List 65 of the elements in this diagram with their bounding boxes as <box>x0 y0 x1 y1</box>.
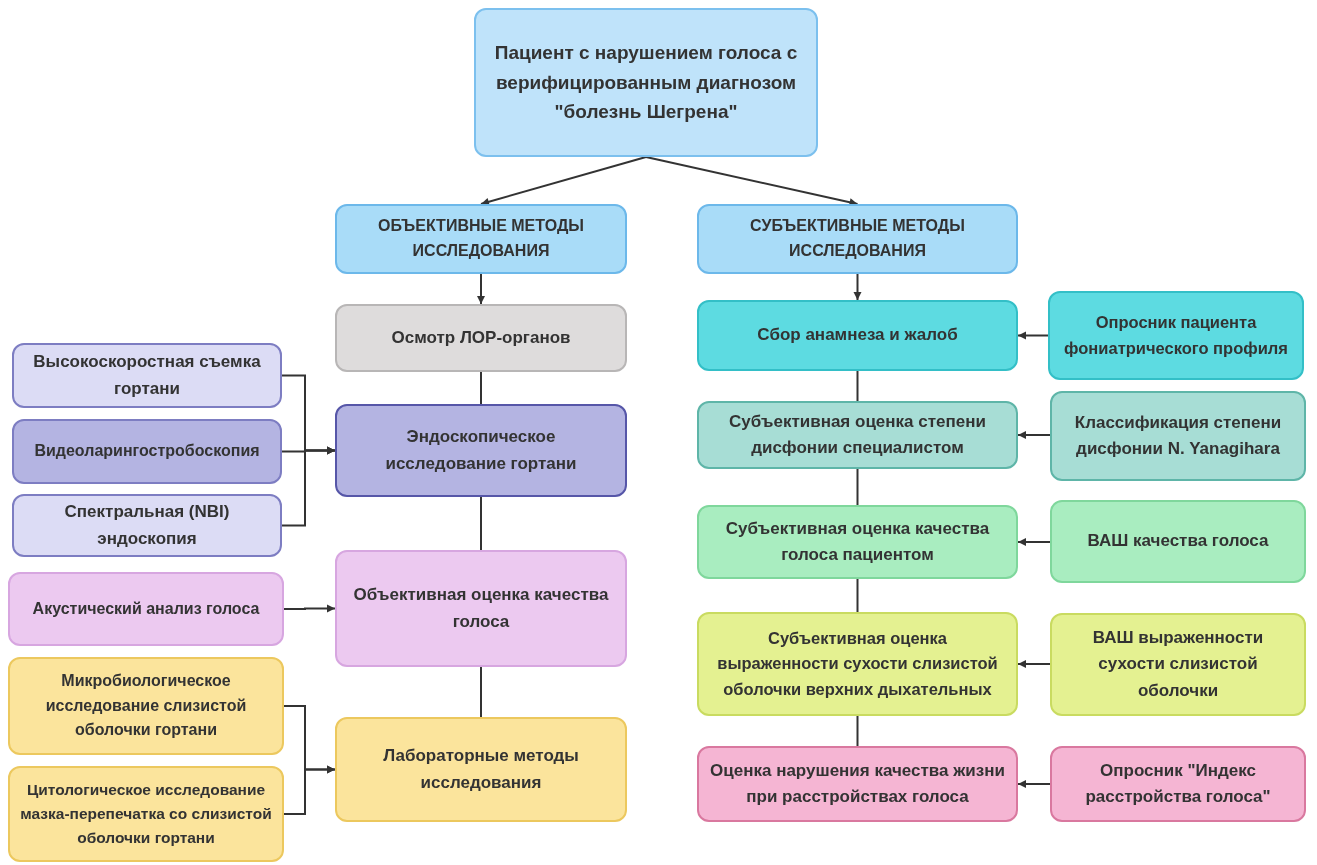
process-box <box>12 494 282 557</box>
process-box <box>1050 746 1306 822</box>
box-text: Эндоскопическое исследование гортани <box>384 426 578 475</box>
box-text: Цитологическое исследование мазка-перепечатка со слизистой оболочки гортани <box>19 779 273 848</box>
box-text: Акустический анализ голоса <box>32 598 260 619</box>
process-box <box>335 717 627 822</box>
box-text: Субъективная оценка степени дисфонии специалистом <box>728 410 987 459</box>
arrow <box>283 765 336 815</box>
process-box <box>697 746 1018 822</box>
box-text: Микробиологическое исследование слизистой оболочки гортани <box>44 670 248 741</box>
box-text: Опросник "Индекс расстройства голоса" <box>1084 759 1272 808</box>
connector-line <box>856 370 859 402</box>
process-box <box>12 419 282 484</box>
connector-line <box>480 666 482 718</box>
box-text: Спектральная (NBI) эндоскопия <box>63 501 231 550</box>
arrow <box>1017 660 1051 668</box>
process-box <box>335 204 627 274</box>
box-text: Субъективная оценка выраженности сухости слизистой оболочки верхних дыхательных <box>716 627 999 700</box>
box-text: СУБЪЕКТИВНЫЕ МЕТОДЫ ИССЛЕДОВАНИЯ <box>749 216 966 261</box>
arrow <box>853 273 862 301</box>
arrow <box>283 604 336 613</box>
connector-line <box>856 578 859 613</box>
process-box <box>697 300 1018 371</box>
box-text: Пациент с нарушением голоса с верифицированным диагнозом "болезнь Шегрена" <box>493 41 799 125</box>
connector-line <box>480 496 482 551</box>
arrow <box>1017 780 1051 788</box>
arrow <box>1017 331 1049 340</box>
process-box <box>1050 391 1306 481</box>
connector-line <box>856 468 859 506</box>
box-text: Субъективная оценка качества голоса пациентом <box>724 517 991 566</box>
box-text: Опросник пациента фониатрического профиля <box>1063 311 1289 359</box>
box-text: Видеоларингостробоскопия <box>34 441 260 462</box>
arrow <box>480 156 647 206</box>
process-box <box>335 404 627 497</box>
process-box <box>697 401 1018 469</box>
connector-line <box>480 371 482 405</box>
process-box <box>335 550 627 667</box>
arrow <box>1017 431 1051 439</box>
process-box <box>12 343 282 408</box>
box-text: Лабораторные методы исследования <box>382 745 580 794</box>
box-text: Высокоскоростная съемка гортани <box>32 351 262 400</box>
box-text: Объективная оценка качества голоса <box>352 584 610 633</box>
process-box <box>1050 613 1306 716</box>
box-text: Осмотр ЛОР-органов <box>391 326 571 349</box>
connector-line <box>856 715 859 747</box>
process-box <box>8 657 284 755</box>
box-text: ВАШ выраженности сухости слизистой оболочки <box>1091 627 1265 702</box>
box-text: ВАШ качества голоса <box>1087 530 1269 553</box>
arrow <box>281 446 336 527</box>
arrow <box>477 273 485 305</box>
box-text: Классификация степени дисфонии N. Yanagihara <box>1073 411 1283 460</box>
process-box <box>697 505 1018 579</box>
box-text: Оценка нарушения качества жизни при расстройствах голоса <box>709 759 1006 808</box>
arrow <box>645 156 859 207</box>
process-box <box>335 304 627 372</box>
process-box <box>1050 500 1306 583</box>
box-text: ОБЪЕКТИВНЫЕ МЕТОДЫ ИССЛЕДОВАНИЯ <box>377 216 585 261</box>
process-box <box>8 766 284 862</box>
arrow <box>1017 538 1051 546</box>
process-box <box>1048 291 1304 380</box>
box-text: Сбор анамнеза и жалоб <box>757 324 958 347</box>
process-box <box>474 8 818 157</box>
process-box <box>8 572 284 646</box>
process-box <box>697 612 1018 716</box>
process-box <box>697 204 1018 274</box>
